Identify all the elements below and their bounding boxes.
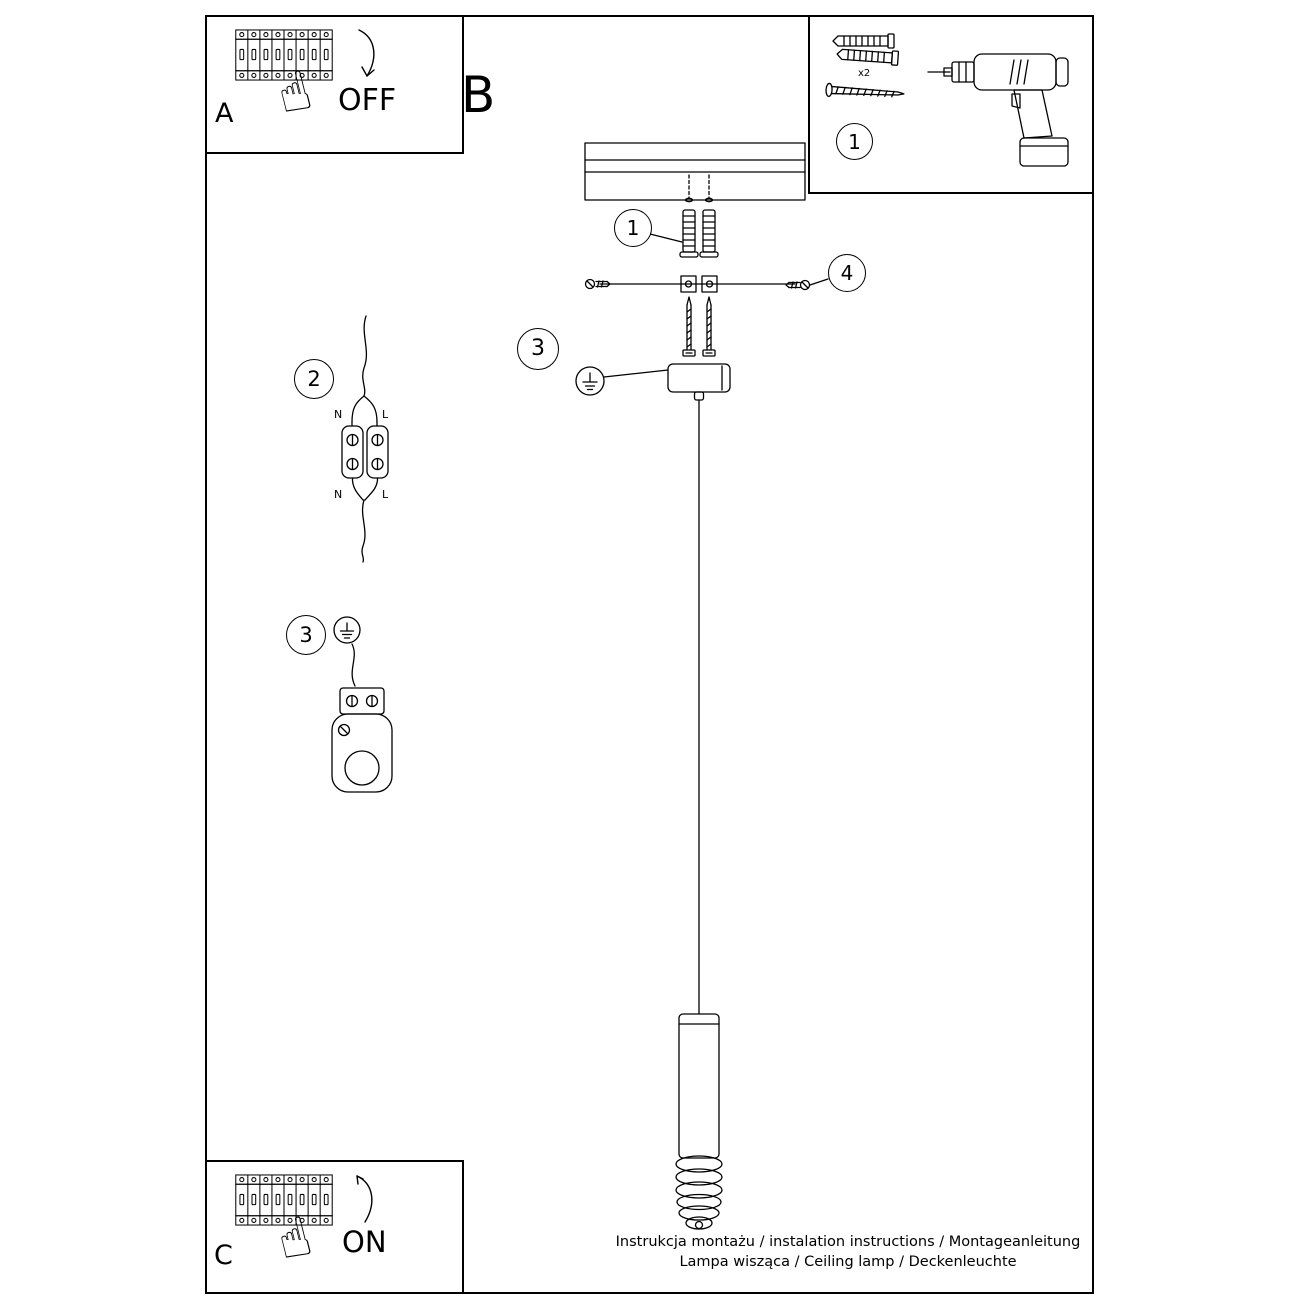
mounting-bracket: [599, 275, 796, 293]
step-4-badge: 4: [828, 254, 866, 292]
leader-step-3: [603, 369, 669, 378]
wire-label-l-top: L: [382, 408, 389, 421]
wall-plug-anchors: [679, 209, 719, 258]
lamp-holder-diagram: [331, 616, 393, 793]
leader-step-4: [809, 278, 829, 286]
section-b-label: B: [461, 66, 496, 124]
leader-step-1: [649, 233, 683, 243]
side-screw-right: [785, 279, 811, 291]
earth-symbol: [575, 366, 605, 396]
wire-label-l-bottom: L: [382, 488, 389, 501]
wire-label-n-bottom: N: [334, 488, 342, 501]
section-c-label: C: [214, 1240, 233, 1271]
wire-top: [362, 315, 368, 397]
panel-a: [205, 15, 464, 154]
drill-icon: [927, 53, 1069, 167]
holder-terminal: [339, 687, 385, 715]
tools-illustration: x2: [825, 33, 1069, 167]
wire-bottom: [361, 499, 366, 563]
lamp-tube: [678, 1013, 720, 1159]
step-3-badge-main: 3: [517, 328, 559, 370]
footer-product-line: Lampa wisząca / Ceiling lamp / Deckenleu…: [679, 1254, 1017, 1270]
main-frame: [205, 15, 1094, 1294]
wall-plug-icon: [832, 33, 900, 66]
step-1-badge: 1: [614, 209, 652, 247]
footer-instructions-line: Instrukcja montażu / instalation instruc…: [615, 1234, 1081, 1250]
step-2-badge: 2: [294, 359, 334, 399]
mounting-screws: [682, 296, 716, 357]
flip-down-arrow-icon: [358, 29, 375, 77]
off-label: OFF: [338, 83, 397, 118]
flip-up-arrow-icon: [356, 1175, 373, 1223]
tools-step-badge: 1: [836, 123, 873, 160]
ceiling: [584, 142, 806, 203]
wire-label-n-top: N: [334, 408, 342, 421]
wiring-diagram: N L N L: [334, 315, 389, 563]
earth-wire: [351, 643, 356, 687]
step-3-badge-left: 3: [286, 615, 326, 655]
holder-body: [331, 713, 393, 793]
terminal-block: [341, 421, 389, 479]
circuit-breaker-icon: [235, 29, 333, 81]
section-a-label: A: [215, 98, 234, 129]
assembly-diagram: [575, 142, 829, 1230]
ceiling-canopy: [667, 363, 731, 401]
quantity-label: x2: [858, 68, 870, 79]
decorative-spring: [675, 1155, 723, 1230]
screw-icon: [825, 82, 905, 98]
earth-symbol: [333, 616, 361, 644]
on-label: ON: [342, 1225, 387, 1259]
circuit-breaker-icon: [235, 1174, 333, 1226]
side-screw-left: [584, 278, 611, 290]
